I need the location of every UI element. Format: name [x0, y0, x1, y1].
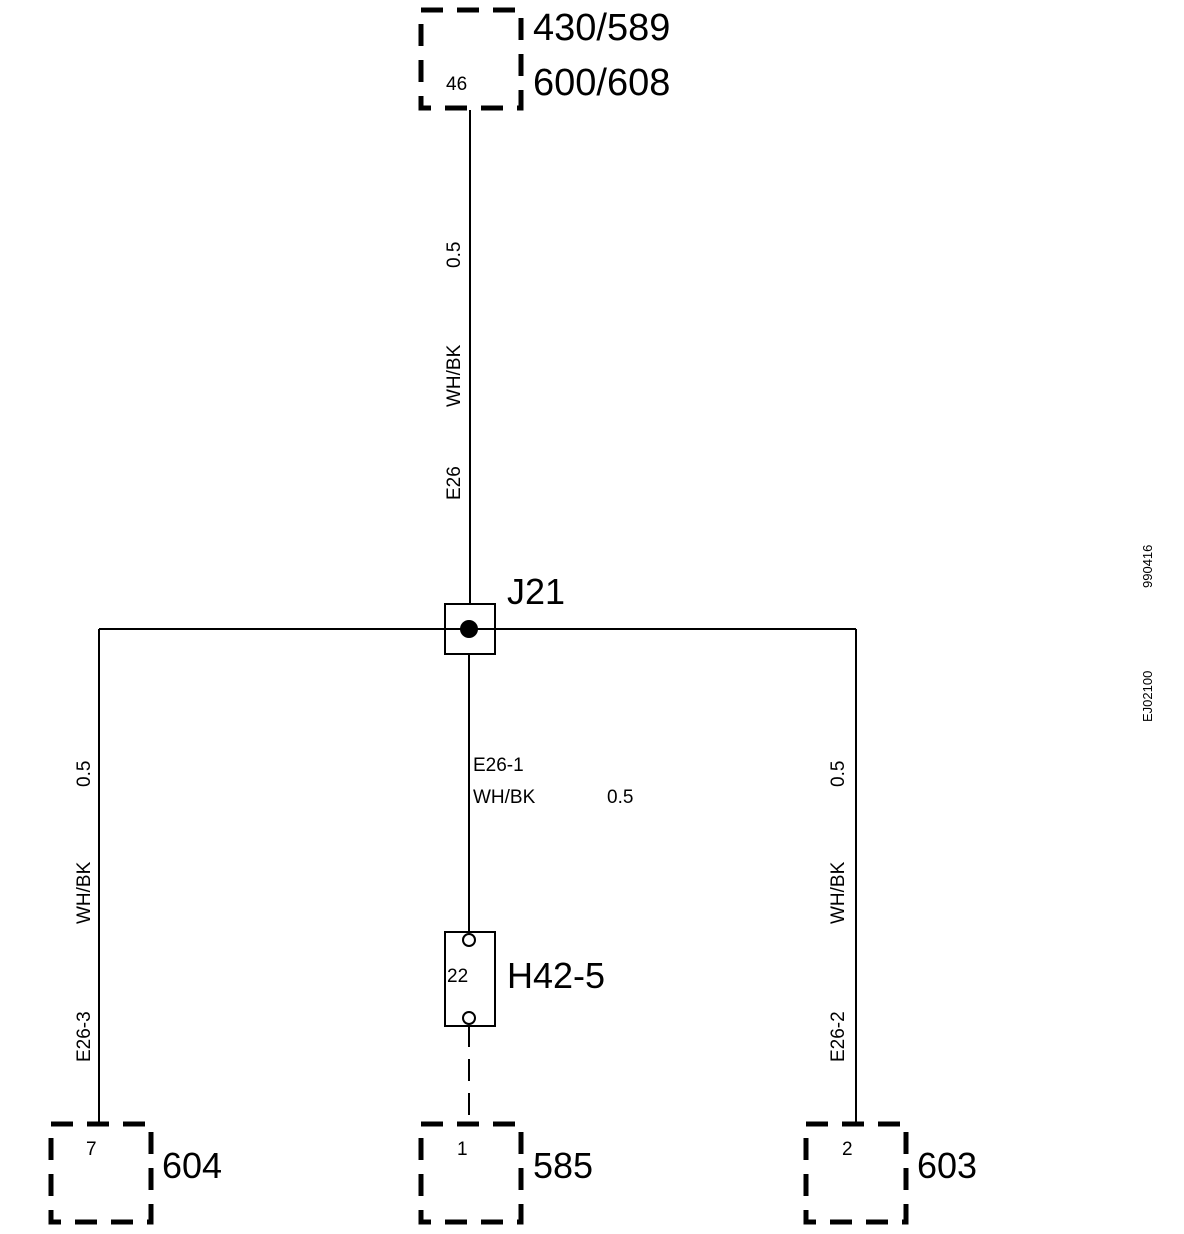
wire-e26-2-color: WH/BK: [828, 861, 849, 924]
component-label: H42-5: [507, 955, 605, 996]
bottom-connector-pin: 2: [842, 1139, 853, 1160]
top-connector-ref-2: 600/608: [533, 62, 670, 104]
component-h42-5: 22 H42-5: [444, 931, 605, 1027]
wire-e26-1-id: E26-1: [473, 755, 524, 776]
wire-e26-3-color: WH/BK: [74, 861, 95, 924]
side-code-2: EJ02100: [1140, 671, 1155, 722]
component-pin: 22: [447, 966, 468, 987]
bottom-connector-604: 7 604: [48, 1121, 222, 1225]
top-connector-pin: 46: [446, 74, 467, 95]
side-code-1: 990416: [1140, 545, 1155, 588]
wire-e26-1-size: 0.5: [607, 787, 633, 808]
bottom-connector-pin: 1: [457, 1139, 468, 1160]
wire-e26-2-id: E26-2: [828, 1011, 849, 1062]
wire-e26-3-id: E26-3: [74, 1011, 95, 1062]
top-connector: 46 430/589 600/608: [418, 7, 670, 111]
wire-e26-id: E26: [444, 466, 465, 500]
wire-e26-color: WH/BK: [444, 344, 465, 407]
bottom-connector-ref: 604: [162, 1145, 222, 1186]
wire-e26-1-color: WH/BK: [473, 787, 536, 808]
wire-e26-size: 0.5: [444, 242, 465, 268]
bottom-connector-585: 1 585: [418, 1121, 593, 1225]
wire-e26-2-size: 0.5: [828, 761, 849, 787]
bottom-connector-603: 2 603: [803, 1121, 977, 1225]
junction-j21: J21: [444, 571, 565, 655]
junction-label: J21: [507, 571, 565, 612]
bottom-connector-ref: 585: [533, 1145, 593, 1186]
top-connector-ref-1: 430/589: [533, 7, 670, 49]
wire-e26-3-size: 0.5: [74, 761, 95, 787]
bottom-connector-pin: 7: [86, 1139, 97, 1160]
bottom-connector-ref: 603: [917, 1145, 977, 1186]
